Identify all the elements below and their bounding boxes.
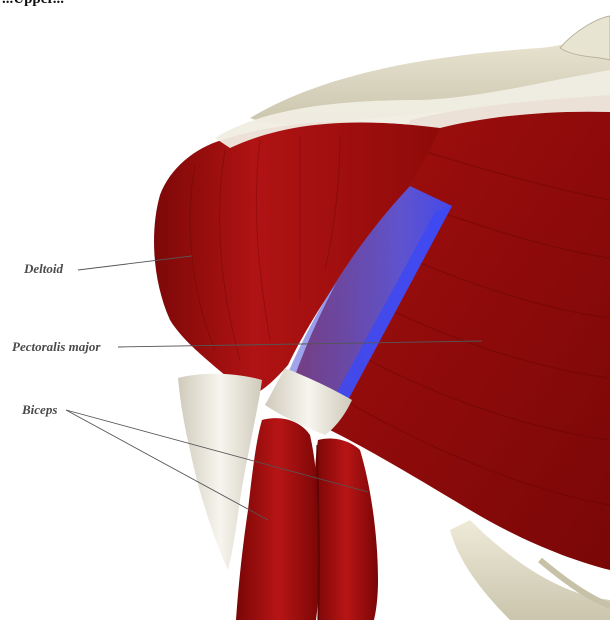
deltoid-label: Deltoid	[24, 261, 63, 277]
biceps-short-head	[315, 438, 378, 620]
pectoralis-major-label: Pectoralis major	[12, 339, 100, 355]
biceps-label: Biceps	[22, 402, 57, 418]
